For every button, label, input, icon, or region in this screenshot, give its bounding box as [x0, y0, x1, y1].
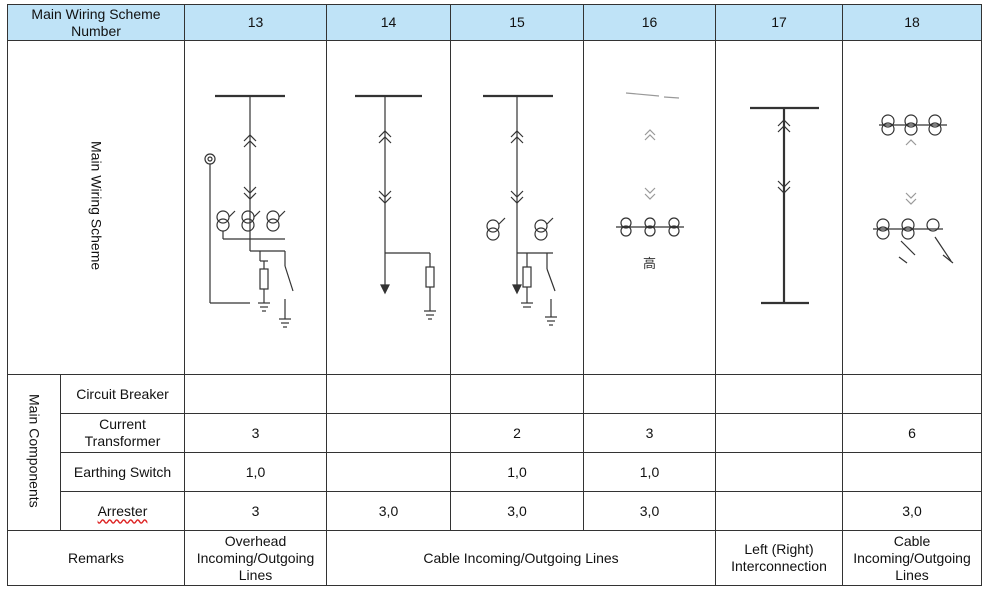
component-value: 2	[450, 413, 584, 453]
diagram-row-label-cell: Main Wiring Scheme	[7, 40, 185, 375]
scheme-number-17: 17	[715, 4, 843, 41]
scheme-number-14: 14	[326, 4, 451, 41]
component-value: 3,0	[842, 491, 982, 531]
component-value	[715, 452, 843, 492]
component-value: 1,0	[184, 452, 327, 492]
component-value	[326, 413, 451, 453]
scheme-number-18: 18	[842, 4, 982, 41]
arrester-label: Arrester	[97, 502, 148, 519]
diagram-row: Main Wiring Scheme	[7, 40, 982, 375]
remark-overhead: Overhead Incoming/Outgoing Lines	[184, 530, 327, 586]
diagram-14	[326, 40, 451, 375]
remarks-label: Remarks	[7, 530, 185, 586]
component-value: 3,0	[450, 491, 584, 531]
component-row-arrester: Arrester 3 3,0 3,0 3,0 3,0	[8, 491, 982, 531]
diagram-18	[842, 40, 982, 375]
diagram-row-label: Main Wiring Scheme	[88, 140, 105, 271]
component-value	[326, 452, 451, 492]
component-value: 6	[842, 413, 982, 453]
scheme-number-header: Main Wiring Scheme Number	[7, 4, 185, 41]
component-value	[450, 374, 584, 414]
wiring-diagram-13	[204, 94, 294, 328]
remark-interconnection: Left (Right) Interconnection	[715, 530, 843, 586]
component-name: Arrester	[60, 491, 185, 531]
component-value: 3,0	[583, 491, 716, 531]
component-name: Current Transformer	[60, 413, 185, 453]
component-value	[715, 413, 843, 453]
diagram-16-glyph: 高	[643, 256, 656, 272]
remark-cable: Cable Incoming/Outgoing Lines	[326, 530, 716, 586]
component-row-current-transformer: Current Transformer 3 2 3 6	[8, 413, 982, 453]
wiring-diagram-18	[873, 114, 954, 264]
component-row-earthing-switch: Earthing Switch 1,0 1,0 1,0	[8, 452, 982, 492]
component-name: Circuit Breaker	[60, 374, 185, 414]
wiring-diagram-14	[355, 94, 436, 320]
diagram-17	[715, 40, 843, 375]
scheme-number-15: 15	[450, 4, 584, 41]
component-value: 3	[583, 413, 716, 453]
component-value	[715, 491, 843, 531]
wiring-diagram-15	[483, 94, 557, 326]
component-value: 3	[184, 413, 327, 453]
component-value	[842, 374, 982, 414]
component-value	[715, 374, 843, 414]
scheme-number-13: 13	[184, 4, 327, 41]
remarks-row: Remarks Overhead Incoming/Outgoing Lines…	[7, 530, 982, 586]
diagram-13	[184, 40, 327, 375]
component-value	[583, 374, 716, 414]
wiring-diagram-17	[750, 106, 819, 305]
wiring-scheme-table: Main Wiring Scheme Number 13 14 15 16 17…	[7, 4, 982, 586]
remark-cable-18: Cable Incoming/Outgoing Lines	[842, 530, 982, 586]
diagram-16: 高	[583, 40, 716, 375]
component-row-circuit-breaker: Main Components Circuit Breaker	[7, 374, 982, 531]
component-value: 1,0	[583, 452, 716, 492]
scheme-number-16: 16	[583, 4, 716, 41]
component-value: 3,0	[326, 491, 451, 531]
component-value	[184, 374, 327, 414]
component-value: 3	[184, 491, 327, 531]
component-value	[326, 374, 451, 414]
component-value: 1,0	[450, 452, 584, 492]
header-row: Main Wiring Scheme Number 13 14 15 16 17…	[7, 4, 982, 41]
main-components-label: Main Components	[26, 393, 43, 508]
component-name: Earthing Switch	[60, 452, 185, 492]
diagram-15	[450, 40, 584, 375]
component-value	[842, 452, 982, 492]
wiring-diagram-16: 高	[616, 92, 684, 272]
main-components-label-cell: Main Components	[7, 374, 61, 531]
